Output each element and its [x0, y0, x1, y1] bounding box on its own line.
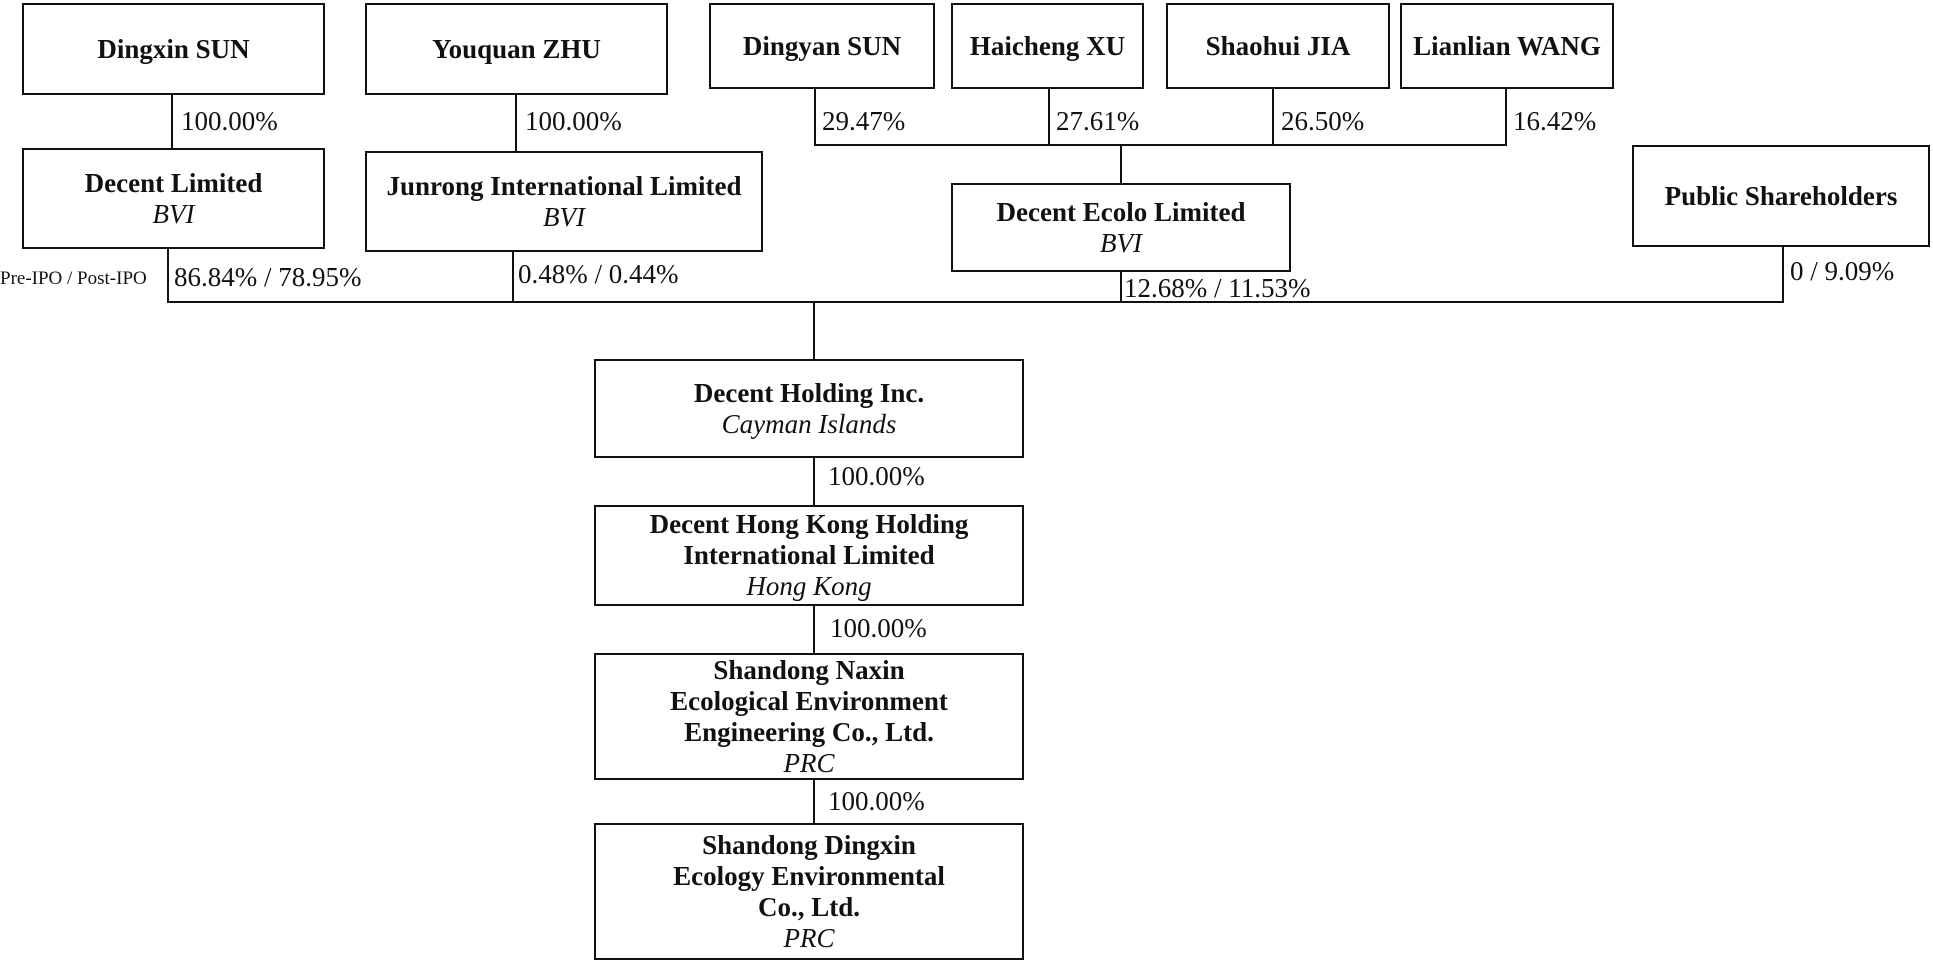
connector-line: [814, 87, 816, 146]
ownership-percentage: 0 / 9.09%: [1790, 256, 1895, 286]
ownership-percentage: 0.48% / 0.44%: [518, 259, 679, 289]
ownership-percentage: 12.68% / 11.53%: [1124, 273, 1311, 303]
connector-line: [512, 250, 514, 303]
connector-line: [813, 604, 815, 654]
entity-name: Junrong International Limited: [386, 170, 742, 201]
entity-jurisdiction: PRC: [783, 747, 835, 778]
entity-jurisdiction: Hong Kong: [746, 571, 872, 601]
connector-line: [1505, 87, 1507, 146]
shareholder-box-youquan-zhu: Youquan ZHU: [365, 3, 668, 95]
connector-line: [813, 778, 815, 824]
ownership-percentage: 100.00%: [828, 786, 925, 816]
entity-name: Decent Limited: [84, 167, 263, 198]
shareholder-name: Haicheng XU: [969, 30, 1126, 61]
ownership-percentage: 100.00%: [828, 461, 925, 491]
entity-name: Public Shareholders: [1664, 180, 1898, 211]
connector-line: [1120, 270, 1122, 303]
connector-line: [1782, 245, 1784, 303]
ownership-percentage: 100.00%: [181, 106, 278, 136]
ownership-percentage: 100.00%: [525, 106, 622, 136]
shareholder-name: Shaohui JIA: [1205, 30, 1351, 61]
shareholder-box-haicheng-xu: Haicheng XU: [951, 3, 1144, 89]
shareholder-name: Lianlian WANG: [1413, 30, 1601, 61]
shareholder-name: Youquan ZHU: [432, 33, 601, 64]
entity-box-decent-holding-inc: Decent Holding Inc. Cayman Islands: [594, 359, 1024, 458]
entity-box-shandong-dingxin: Shandong Dingxin Ecology Environmental C…: [594, 823, 1024, 960]
entity-name: Decent Hong Kong Holding International L…: [649, 509, 969, 570]
shareholder-box-shaohui-jia: Shaohui JIA: [1166, 3, 1390, 89]
entity-box-decent-limited: Decent Limited BVI: [22, 148, 325, 249]
connector-line: [1120, 144, 1122, 184]
entity-box-decent-ecolo: Decent Ecolo Limited BVI: [951, 183, 1291, 272]
ownership-percentage: 29.47%: [822, 106, 906, 136]
entity-name: Shandong Dingxin Ecology Environmental C…: [673, 829, 945, 922]
entity-jurisdiction: BVI: [1100, 227, 1142, 258]
connector-line: [515, 93, 517, 152]
entity-box-junrong-international: Junrong International Limited BVI: [365, 151, 763, 252]
ownership-percentage: 100.00%: [830, 613, 927, 643]
connector-line: [167, 247, 169, 303]
shareholder-box-dingxin-sun: Dingxin SUN: [22, 3, 325, 95]
entity-name: Shandong Naxin Ecological Environment En…: [670, 654, 948, 747]
entity-name: Decent Holding Inc.: [693, 377, 925, 408]
ownership-percentage: 16.42%: [1513, 106, 1597, 136]
entity-jurisdiction: Cayman Islands: [721, 408, 897, 439]
ownership-percentage: 26.50%: [1281, 106, 1365, 136]
entity-jurisdiction: PRC: [783, 922, 835, 953]
connector-line: [813, 301, 815, 360]
connector-line: [167, 301, 1784, 303]
entity-box-decent-hong-kong: Decent Hong Kong Holding International L…: [594, 505, 1024, 606]
entity-box-shandong-naxin: Shandong Naxin Ecological Environment En…: [594, 653, 1024, 780]
ownership-percentage: 27.61%: [1056, 106, 1140, 136]
connector-line: [1048, 87, 1050, 146]
connector-line: [814, 144, 1507, 146]
entity-box-public-shareholders: Public Shareholders: [1632, 145, 1930, 247]
ownership-percentage: 86.84% / 78.95%: [174, 262, 362, 292]
connector-line: [813, 456, 815, 506]
connector-line: [171, 93, 173, 149]
pre-post-ipo-label: Pre-IPO / Post-IPO: [0, 268, 147, 289]
entity-jurisdiction: BVI: [152, 198, 195, 229]
entity-name: Decent Ecolo Limited: [996, 196, 1246, 227]
shareholder-name: Dingyan SUN: [742, 30, 902, 61]
connector-line: [1272, 87, 1274, 146]
shareholder-box-dingyan-sun: Dingyan SUN: [709, 3, 935, 89]
shareholder-name: Dingxin SUN: [97, 33, 250, 64]
shareholder-box-lianlian-wang: Lianlian WANG: [1400, 3, 1614, 89]
entity-jurisdiction: BVI: [543, 201, 585, 232]
